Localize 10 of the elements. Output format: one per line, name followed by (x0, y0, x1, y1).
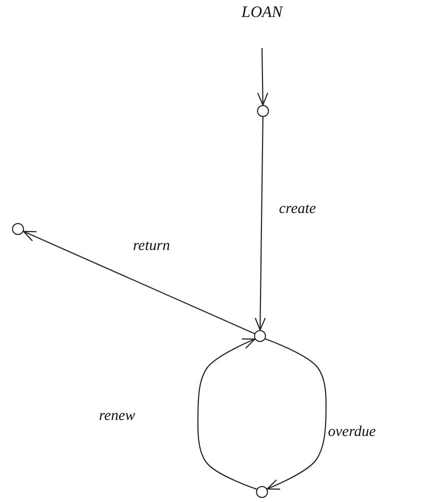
circle-node (254, 330, 266, 342)
circle-node (256, 486, 268, 498)
arrow (257, 48, 268, 106)
circle-node (257, 105, 269, 117)
arrow (265, 338, 327, 490)
arrow (254, 117, 266, 331)
diagram-title: LOAN (240, 4, 284, 22)
circle-node (12, 223, 24, 235)
arrow (22, 230, 255, 334)
arrow (197, 338, 257, 490)
